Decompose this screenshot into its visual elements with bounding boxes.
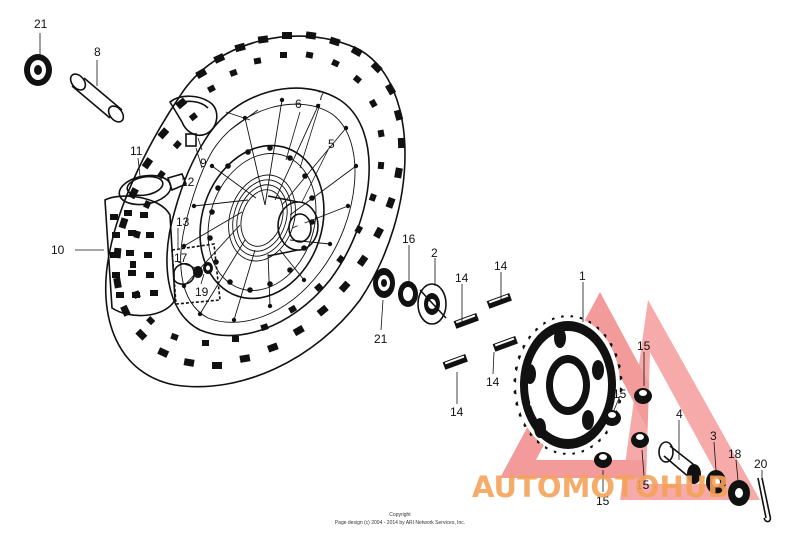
svg-text:AUTOMOTOHUB: AUTOMOTOHUB	[472, 470, 729, 504]
copyright-line-1: Copyright	[389, 512, 411, 518]
callout-15-a: 15	[637, 339, 651, 353]
callout-20: 20	[754, 457, 768, 471]
callout-3: 3	[710, 429, 717, 443]
axle-spacer-tube	[69, 73, 125, 123]
cotter-pin	[757, 477, 772, 523]
oil-seal	[398, 281, 418, 307]
callout-6: 6	[295, 97, 302, 111]
copyright-line-2: Page design (c) 2004 - 2014 by ARI Netwo…	[335, 520, 465, 526]
watermark-hub: HUB	[660, 470, 730, 504]
callout-2: 2	[431, 246, 438, 260]
callout-21-lower: 21	[374, 332, 388, 346]
castle-nut	[728, 480, 750, 506]
sprocket-nuts	[594, 388, 652, 468]
valve-stem-parts	[171, 243, 221, 305]
bearing-lower	[373, 268, 395, 298]
callout-4: 4	[676, 407, 683, 421]
callout-7: 7	[318, 89, 325, 103]
axle-collar	[658, 441, 701, 484]
callout-15-c: 15	[636, 478, 650, 492]
watermark-brand-text: AUTOMOTOHUB	[472, 470, 729, 504]
callout-14-b: 14	[494, 259, 508, 273]
sprocket-flange	[417, 283, 447, 325]
callout-8: 8	[94, 45, 101, 59]
callout-17: 17	[174, 251, 188, 265]
tire-section	[104, 195, 176, 317]
axle-nut	[706, 470, 726, 494]
bearing-top-left	[24, 54, 52, 86]
callout-12: 12	[181, 175, 195, 189]
callout-labels: 21 8 9 12 6 7 5 11 13 10 17 19 16 2 14 1…	[34, 17, 768, 508]
callout-21-top: 21	[34, 17, 48, 31]
callout-14-a: 14	[455, 271, 469, 285]
callout-19: 19	[195, 285, 209, 299]
inner-tube-section	[168, 95, 218, 147]
callout-18: 18	[728, 447, 742, 461]
callout-15-d: 15	[596, 494, 610, 508]
rear-tire	[104, 31, 406, 388]
driven-sprocket	[513, 315, 623, 455]
watermark-auto: AUTO	[472, 470, 562, 504]
copyright-notice: Copyright Page design (c) 2004 - 2014 by…	[335, 512, 465, 526]
callout-1: 1	[579, 269, 586, 283]
sprocket-studs	[442, 293, 518, 370]
leader-lines	[39, 33, 763, 492]
callout-5: 5	[328, 137, 335, 151]
callout-11: 11	[130, 144, 143, 158]
callout-15-b: 15	[613, 387, 627, 401]
callout-10: 10	[51, 243, 65, 257]
callout-9: 9	[200, 156, 207, 170]
callout-14-d: 14	[450, 405, 464, 419]
callout-16: 16	[402, 232, 416, 246]
callout-14-c: 14	[486, 375, 500, 389]
rim-band	[118, 173, 188, 206]
callout-13: 13	[176, 215, 190, 229]
rear-hub	[183, 99, 357, 321]
watermark-moto: MOTO	[562, 470, 660, 504]
